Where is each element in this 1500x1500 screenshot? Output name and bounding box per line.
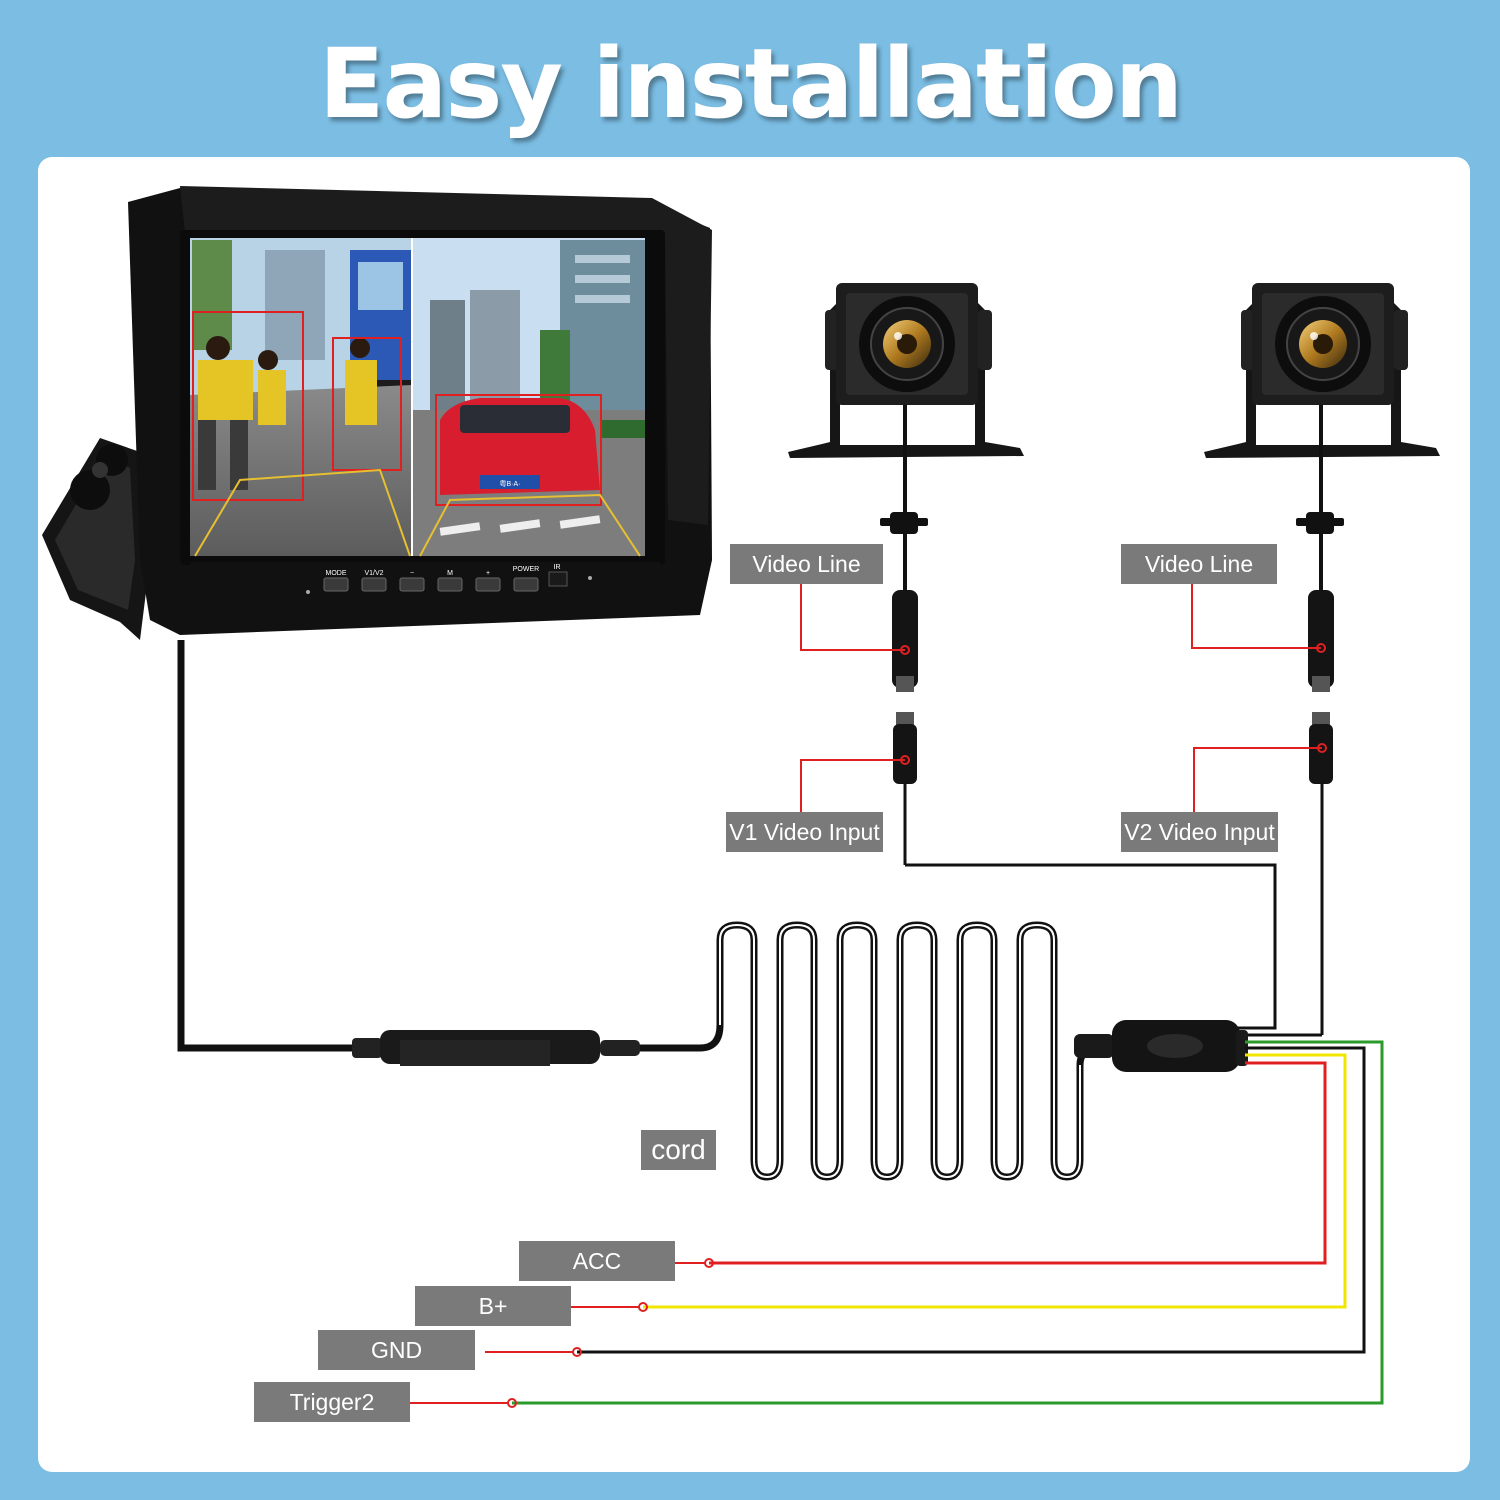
trigger2-wire: [512, 1040, 1384, 1405]
video-line-label-1: Video Line: [730, 544, 883, 584]
svg-text:M: M: [447, 570, 453, 577]
v1-input-connector: [893, 724, 917, 784]
monitor-sun-visor: [180, 186, 712, 525]
svg-text:IR: IR: [554, 564, 561, 571]
bplus-wire: [643, 1053, 1347, 1309]
menu-button[interactable]: M: [437, 570, 463, 592]
inline-connector: [352, 1030, 640, 1066]
mode-button[interactable]: MODE: [323, 570, 349, 592]
gnd-label: GND: [318, 1330, 475, 1370]
camera-1-connector: [892, 590, 918, 688]
v1-route-wire: [905, 863, 1277, 1030]
camera-2-cable: [1296, 405, 1344, 1035]
v2-input-connector: [1309, 724, 1333, 784]
monitor-screen: 粤B·A·: [190, 238, 645, 557]
v2-video-input-label: V2 Video Input: [1121, 812, 1278, 852]
camera-1: [788, 283, 1024, 458]
detection-box: [192, 311, 304, 501]
camera-2-connector: [1308, 590, 1334, 688]
bplus-label: B+: [415, 1286, 571, 1326]
license-plate: 粤B·A·: [500, 479, 521, 488]
v1-v2-button[interactable]: V1/V2: [361, 570, 387, 592]
monitor-buttons: MODE V1/V2 − M + POWER: [306, 564, 592, 594]
camera-1-cable: [880, 405, 928, 865]
monitor: 粤B·A· MODE V1/V2: [42, 186, 712, 640]
svg-text:POWER: POWER: [513, 566, 539, 573]
svg-text:V1/V2: V1/V2: [364, 570, 383, 577]
camera-2: [1204, 283, 1440, 458]
ir-sensor: IR: [548, 564, 568, 587]
acc-wire: [709, 1061, 1327, 1265]
wire-harness: [1074, 1020, 1248, 1072]
plus-button[interactable]: +: [475, 570, 501, 592]
cord-label: cord: [641, 1130, 716, 1170]
svg-text:+: +: [486, 570, 490, 577]
gnd-wire: [577, 1046, 1366, 1354]
minus-button[interactable]: −: [399, 570, 425, 592]
v1-video-input-label: V1 Video Input: [726, 812, 883, 852]
detection-box: [435, 394, 602, 506]
monitor-cable: [177, 640, 360, 1052]
acc-label: ACC: [519, 1241, 675, 1281]
power-button[interactable]: POWER: [513, 566, 539, 592]
video-line-label-2: Video Line: [1121, 544, 1277, 584]
pointer-lines: [800, 578, 1322, 830]
svg-text:MODE: MODE: [326, 570, 347, 577]
page-title: Easy installation: [318, 28, 1183, 140]
svg-text:−: −: [410, 570, 414, 577]
trigger2-label: Trigger2: [254, 1382, 410, 1422]
